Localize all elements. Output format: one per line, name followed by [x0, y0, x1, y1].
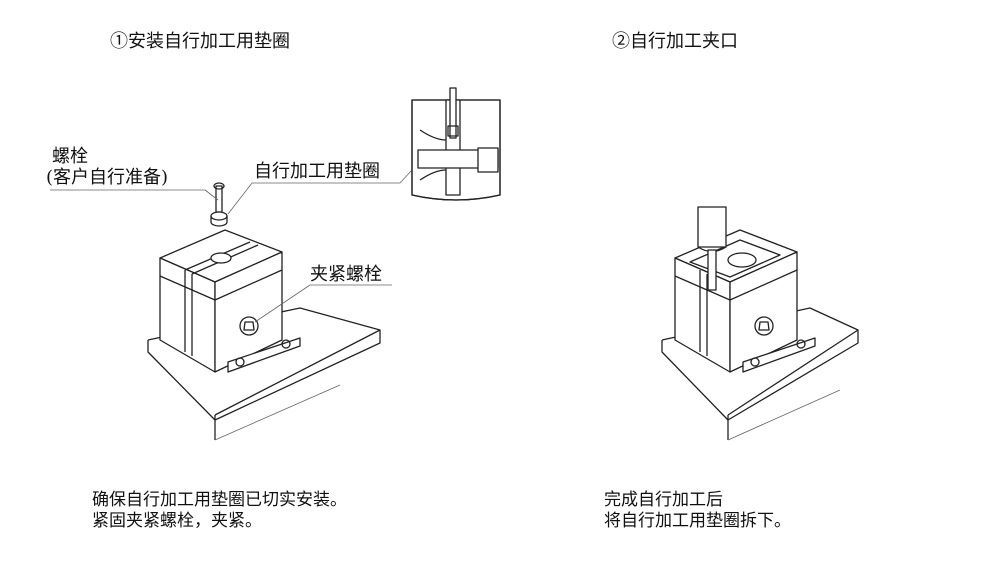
label-bolt-note: (客户自行准备) — [46, 167, 169, 188]
vise-right — [661, 206, 859, 441]
step1-caption-line2: 紧固夹紧螺栓，夹紧。 — [92, 511, 262, 531]
leader-bolt — [50, 189, 219, 201]
step1-title: ①安装自行加工用垫圈 — [110, 31, 290, 52]
label-washer: 自行加工用垫圈 — [254, 161, 380, 182]
label-clamp-bolt: 夹紧螺栓 — [310, 264, 382, 285]
leader-washer-2 — [227, 182, 253, 215]
step2-title: ②自行加工夹口 — [612, 31, 738, 52]
step1-caption-line1: 确保自行加工用垫圈已切实安装。 — [92, 490, 347, 510]
step2-caption-line1: 完成自行加工后 — [604, 490, 723, 510]
leader-clamp-bolt — [254, 284, 392, 323]
leader-washer — [252, 169, 413, 184]
step2-caption-line2: 将自行加工用垫圈拆下。 — [604, 511, 791, 531]
section-detail — [411, 87, 501, 201]
vise-left — [147, 182, 381, 441]
label-bolt: 螺栓 — [52, 146, 88, 167]
